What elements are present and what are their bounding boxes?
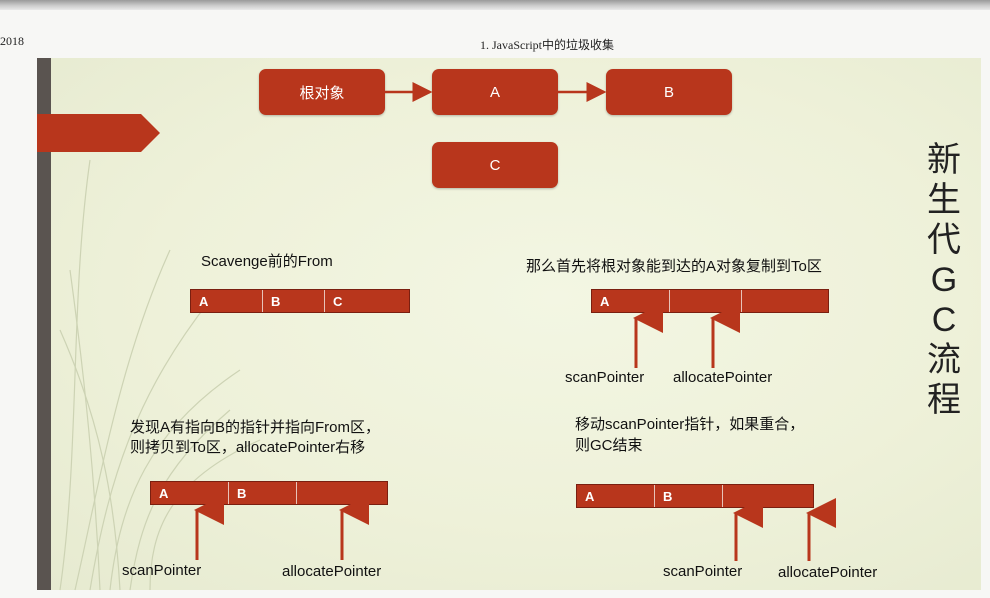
scan-pointer-label: scanPointer [663, 563, 743, 580]
caption-copy-b-line2: 则拷贝到To区，allocatePointer右移 [130, 439, 366, 456]
vertical-title-char: 程 [927, 381, 961, 419]
caption-before-scavenge: Scavenge前的From [201, 253, 333, 270]
caption-finish-line2: 则GC结束 [575, 437, 643, 454]
memory-cell: A [191, 290, 263, 312]
memory-cell: A [577, 485, 655, 507]
root-object-box: 根对象 [259, 69, 385, 115]
page-title: 1. JavaScript中的垃圾收集 [480, 38, 614, 52]
memory-cell: A [592, 290, 670, 312]
vertical-title: 新 生 代 G C 流 程 [922, 140, 966, 420]
year-text: 2018 [0, 34, 24, 48]
allocate-pointer-label: allocatePointer [778, 564, 878, 581]
from-space-memory: A B C [190, 289, 410, 313]
scan-pointer-label: scanPointer [565, 369, 645, 386]
caption-copy-a: 那么首先将根对象能到达的A对象复制到To区 [526, 258, 822, 275]
memory-cell: B [655, 485, 723, 507]
vertical-title-char: 新 [927, 141, 961, 179]
vertical-title-char: 流 [927, 341, 961, 379]
to-space-memory-step3: A B [576, 484, 814, 508]
memory-cell [670, 290, 742, 312]
arrow-banner [37, 114, 160, 152]
vertical-title-char: G [930, 261, 958, 299]
window-top-bar [0, 0, 990, 10]
vertical-title-char: 代 [927, 221, 961, 259]
slide-left-bar [37, 58, 51, 590]
object-b-box: B [606, 69, 732, 115]
scan-pointer-label: scanPointer [122, 562, 202, 579]
memory-cell: B [229, 482, 297, 504]
allocate-pointer-label: allocatePointer [282, 563, 382, 580]
allocate-pointer-label: allocatePointer [673, 369, 773, 386]
memory-cell: B [263, 290, 325, 312]
vertical-title-char: 生 [927, 181, 961, 219]
memory-cell: A [151, 482, 229, 504]
object-c-box: C [432, 142, 558, 188]
caption-finish-line1: 移动scanPointer指针，如果重合， [575, 416, 805, 433]
memory-cell: C [333, 293, 343, 309]
object-a-box: A [432, 69, 558, 115]
caption-copy-b-line1: 发现A有指向B的指针并指向From区， [130, 419, 381, 436]
vertical-title-char: C [931, 301, 957, 339]
